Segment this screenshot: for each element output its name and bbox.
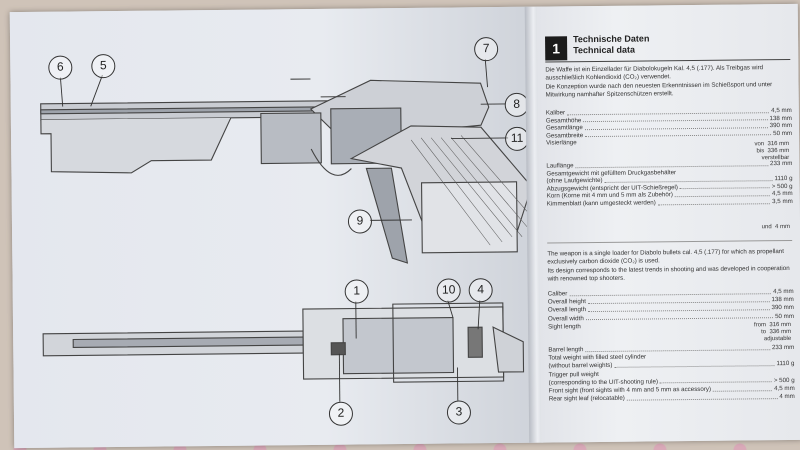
- spec-label: Barrel length: [548, 346, 584, 354]
- header-rule: [545, 58, 791, 63]
- spec-label: Rear sight leaf (relocatable): [548, 394, 625, 403]
- spec-value: 50 mm: [773, 129, 793, 137]
- spec-leader-dots: [588, 300, 770, 304]
- spec-leader-dots: [588, 309, 770, 313]
- visier-range-de: von 316 mm bis 336 mm verstellbar: [733, 141, 789, 163]
- pistol-diagrams: [40, 59, 533, 402]
- spec-value: 4,5 mm: [772, 190, 793, 198]
- spec-label: Kimmenblatt (kann umgesteckt werden): [546, 199, 656, 208]
- spec-leader-dots: [657, 202, 771, 205]
- sight-range-en: from 316 mm to 336 mm adjustable: [735, 322, 791, 344]
- spec-leader-dots: [585, 348, 770, 352]
- intro-de-2: Die Konzeption wurde nach den neuesten E…: [545, 81, 773, 99]
- callout-2: 2: [328, 401, 354, 426]
- spec-row: Rear sight leaf (relocatable) 4 mm: [549, 393, 795, 403]
- section-number: 1: [545, 36, 568, 61]
- sight-to-val: 336 mm: [769, 328, 792, 336]
- right-page-technical-data: 1 Technische Daten Technical data Die Wa…: [536, 3, 800, 443]
- visier-note: verstellbar: [761, 154, 790, 162]
- sight-from-val: 316 mm: [769, 321, 792, 329]
- spec-value: 3,5 mm: [772, 197, 793, 206]
- spec-value: 1110 g: [774, 175, 793, 183]
- kimme-und-row: und 4 mm: [734, 224, 790, 232]
- spec-value: 138 mm: [771, 296, 794, 304]
- callout-6: 6: [48, 55, 73, 80]
- spec-leader-dots: [569, 292, 772, 296]
- spec-leader-dots: [626, 397, 778, 401]
- kimme-und: und: [761, 224, 772, 231]
- spec-row: Kimmenblatt (kann umgesteckt werden) 3,5 …: [547, 198, 793, 208]
- spec-value: 50 mm: [775, 312, 795, 320]
- intro-en-2: Its design corresponds to the latest tre…: [547, 264, 790, 283]
- spec-value: 4 mm: [779, 393, 795, 401]
- spec-label: Sight length: [548, 322, 581, 331]
- visier-to-val: 336 mm: [767, 147, 790, 155]
- spec-leader-dots: [614, 365, 775, 368]
- intro-en-1: The weapon is a single loader for Diabol…: [547, 248, 784, 266]
- intro-de-1: Die Waffe ist ein Einzellader für Diabol…: [545, 64, 764, 82]
- visier-bis: bis: [756, 148, 765, 155]
- spec-label: (without barrel weights): [548, 362, 613, 370]
- callout-7: 7: [474, 37, 499, 62]
- spec-leader-dots: [674, 195, 771, 198]
- spec-leader-dots: [585, 317, 774, 321]
- spec-label: Visierlänge: [546, 139, 577, 147]
- manual-booklet: 6 5 7 8 11 9 1 10 4 2 3 1 Technische Dat…: [9, 3, 800, 449]
- callout-5: 5: [91, 54, 116, 79]
- section-title: Technische Daten Technical data: [573, 33, 650, 56]
- visier-from-val: 316 mm: [767, 140, 790, 148]
- spec-label: Overall height: [547, 298, 587, 306]
- spec-value: 233 mm: [771, 343, 795, 352]
- spec-leader-dots: [679, 187, 770, 190]
- callout-9: 9: [347, 209, 373, 234]
- title-german: Technische Daten: [573, 33, 650, 45]
- visier-von: von: [754, 141, 765, 148]
- spec-leader-dots: [713, 389, 773, 392]
- divider: [547, 239, 793, 244]
- callout-4: 4: [468, 278, 493, 303]
- sight-from: from: [753, 322, 767, 329]
- spec-value: 390 mm: [771, 304, 794, 312]
- callout-1: 1: [344, 279, 369, 304]
- sight-note: adjustable: [763, 335, 792, 343]
- sight-to: to: [761, 329, 767, 336]
- spec-value: 1110 g: [776, 360, 795, 368]
- spec-label: Total weight with filled steel cylinder: [548, 353, 647, 362]
- spec-value: > 500 g: [773, 376, 795, 384]
- spec-leader-dots: [660, 381, 772, 384]
- spec-label: Trigger pull weight: [548, 370, 599, 379]
- callout-3: 3: [446, 400, 472, 425]
- spec-label: Caliber: [547, 290, 568, 298]
- kimme-und-val: 4 mm: [775, 223, 791, 231]
- spec-label: Overall width: [547, 314, 584, 323]
- left-page-diagrams: 6 5 7 8 11 9 1 10 4 2 3: [9, 6, 535, 449]
- title-english: Technical data: [573, 44, 636, 56]
- spec-value: 4,5 mm: [773, 287, 794, 296]
- spec-label: Overall length: [547, 306, 587, 314]
- spec-value: 4,5 mm: [774, 384, 795, 393]
- callout-10: 10: [436, 278, 461, 303]
